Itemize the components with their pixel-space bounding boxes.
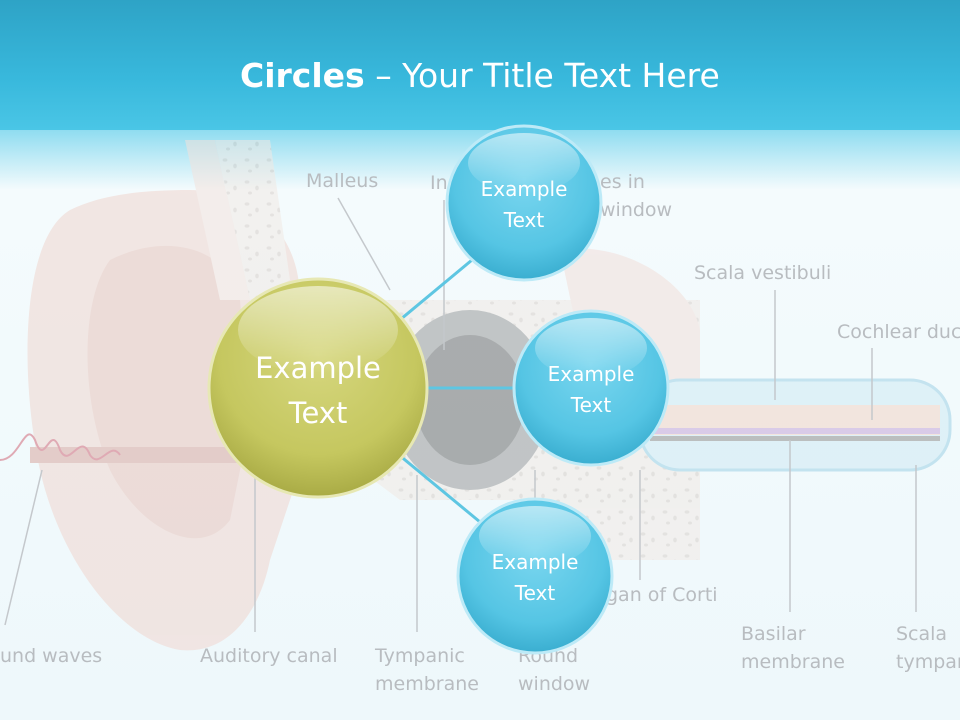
top-circle-text-line2: Text xyxy=(503,208,545,232)
label-oval-window-line1: es in xyxy=(600,171,645,193)
top-circle[interactable]: Example Text xyxy=(445,124,603,282)
slide-title-strong: Circles xyxy=(240,56,365,95)
slide-title-rest: – Your Title Text Here xyxy=(364,56,720,95)
label-round-window-line2: window xyxy=(518,673,590,695)
label-tympanic-line1: Tympanic xyxy=(374,645,465,667)
right-circle-text-line2: Text xyxy=(570,393,612,417)
bottom-circle-text-line1: Example xyxy=(492,550,579,574)
label-cochlear-duct: Cochlear duc xyxy=(837,321,960,343)
label-incus: In xyxy=(430,172,448,194)
leader-lines xyxy=(4,197,917,632)
label-basilar-line2: membrane xyxy=(741,651,845,673)
label-malleus: Malleus xyxy=(306,170,378,192)
label-oval-window-line2: window xyxy=(600,199,672,221)
header-band xyxy=(0,0,960,130)
bottom-circle-text-line2: Text xyxy=(514,581,556,605)
label-scala-tympani-line2: tympan xyxy=(896,651,960,673)
right-circle[interactable]: Example Text xyxy=(512,309,670,467)
center-circle-text-line2: Text xyxy=(288,396,348,430)
label-auditory-canal: Auditory canal xyxy=(200,645,338,667)
label-scala-vestibuli: Scala vestibuli xyxy=(694,262,831,284)
label-tympanic-line2: membrane xyxy=(375,673,479,695)
center-circle[interactable]: Example Text xyxy=(207,277,429,499)
right-circle-text-line1: Example xyxy=(548,362,635,386)
label-scala-tympani-line1: Scala xyxy=(896,623,947,645)
bottom-circle[interactable]: Example Text xyxy=(456,497,614,655)
center-circle-text-line1: Example xyxy=(255,351,381,385)
slide-title: Circles – Your Title Text Here xyxy=(240,56,720,95)
label-organ-of-corti: gan of Corti xyxy=(606,584,718,606)
label-sound-waves: und waves xyxy=(0,645,102,667)
label-basilar-line1: Basilar xyxy=(741,623,806,645)
top-circle-text-line1: Example xyxy=(481,177,568,201)
